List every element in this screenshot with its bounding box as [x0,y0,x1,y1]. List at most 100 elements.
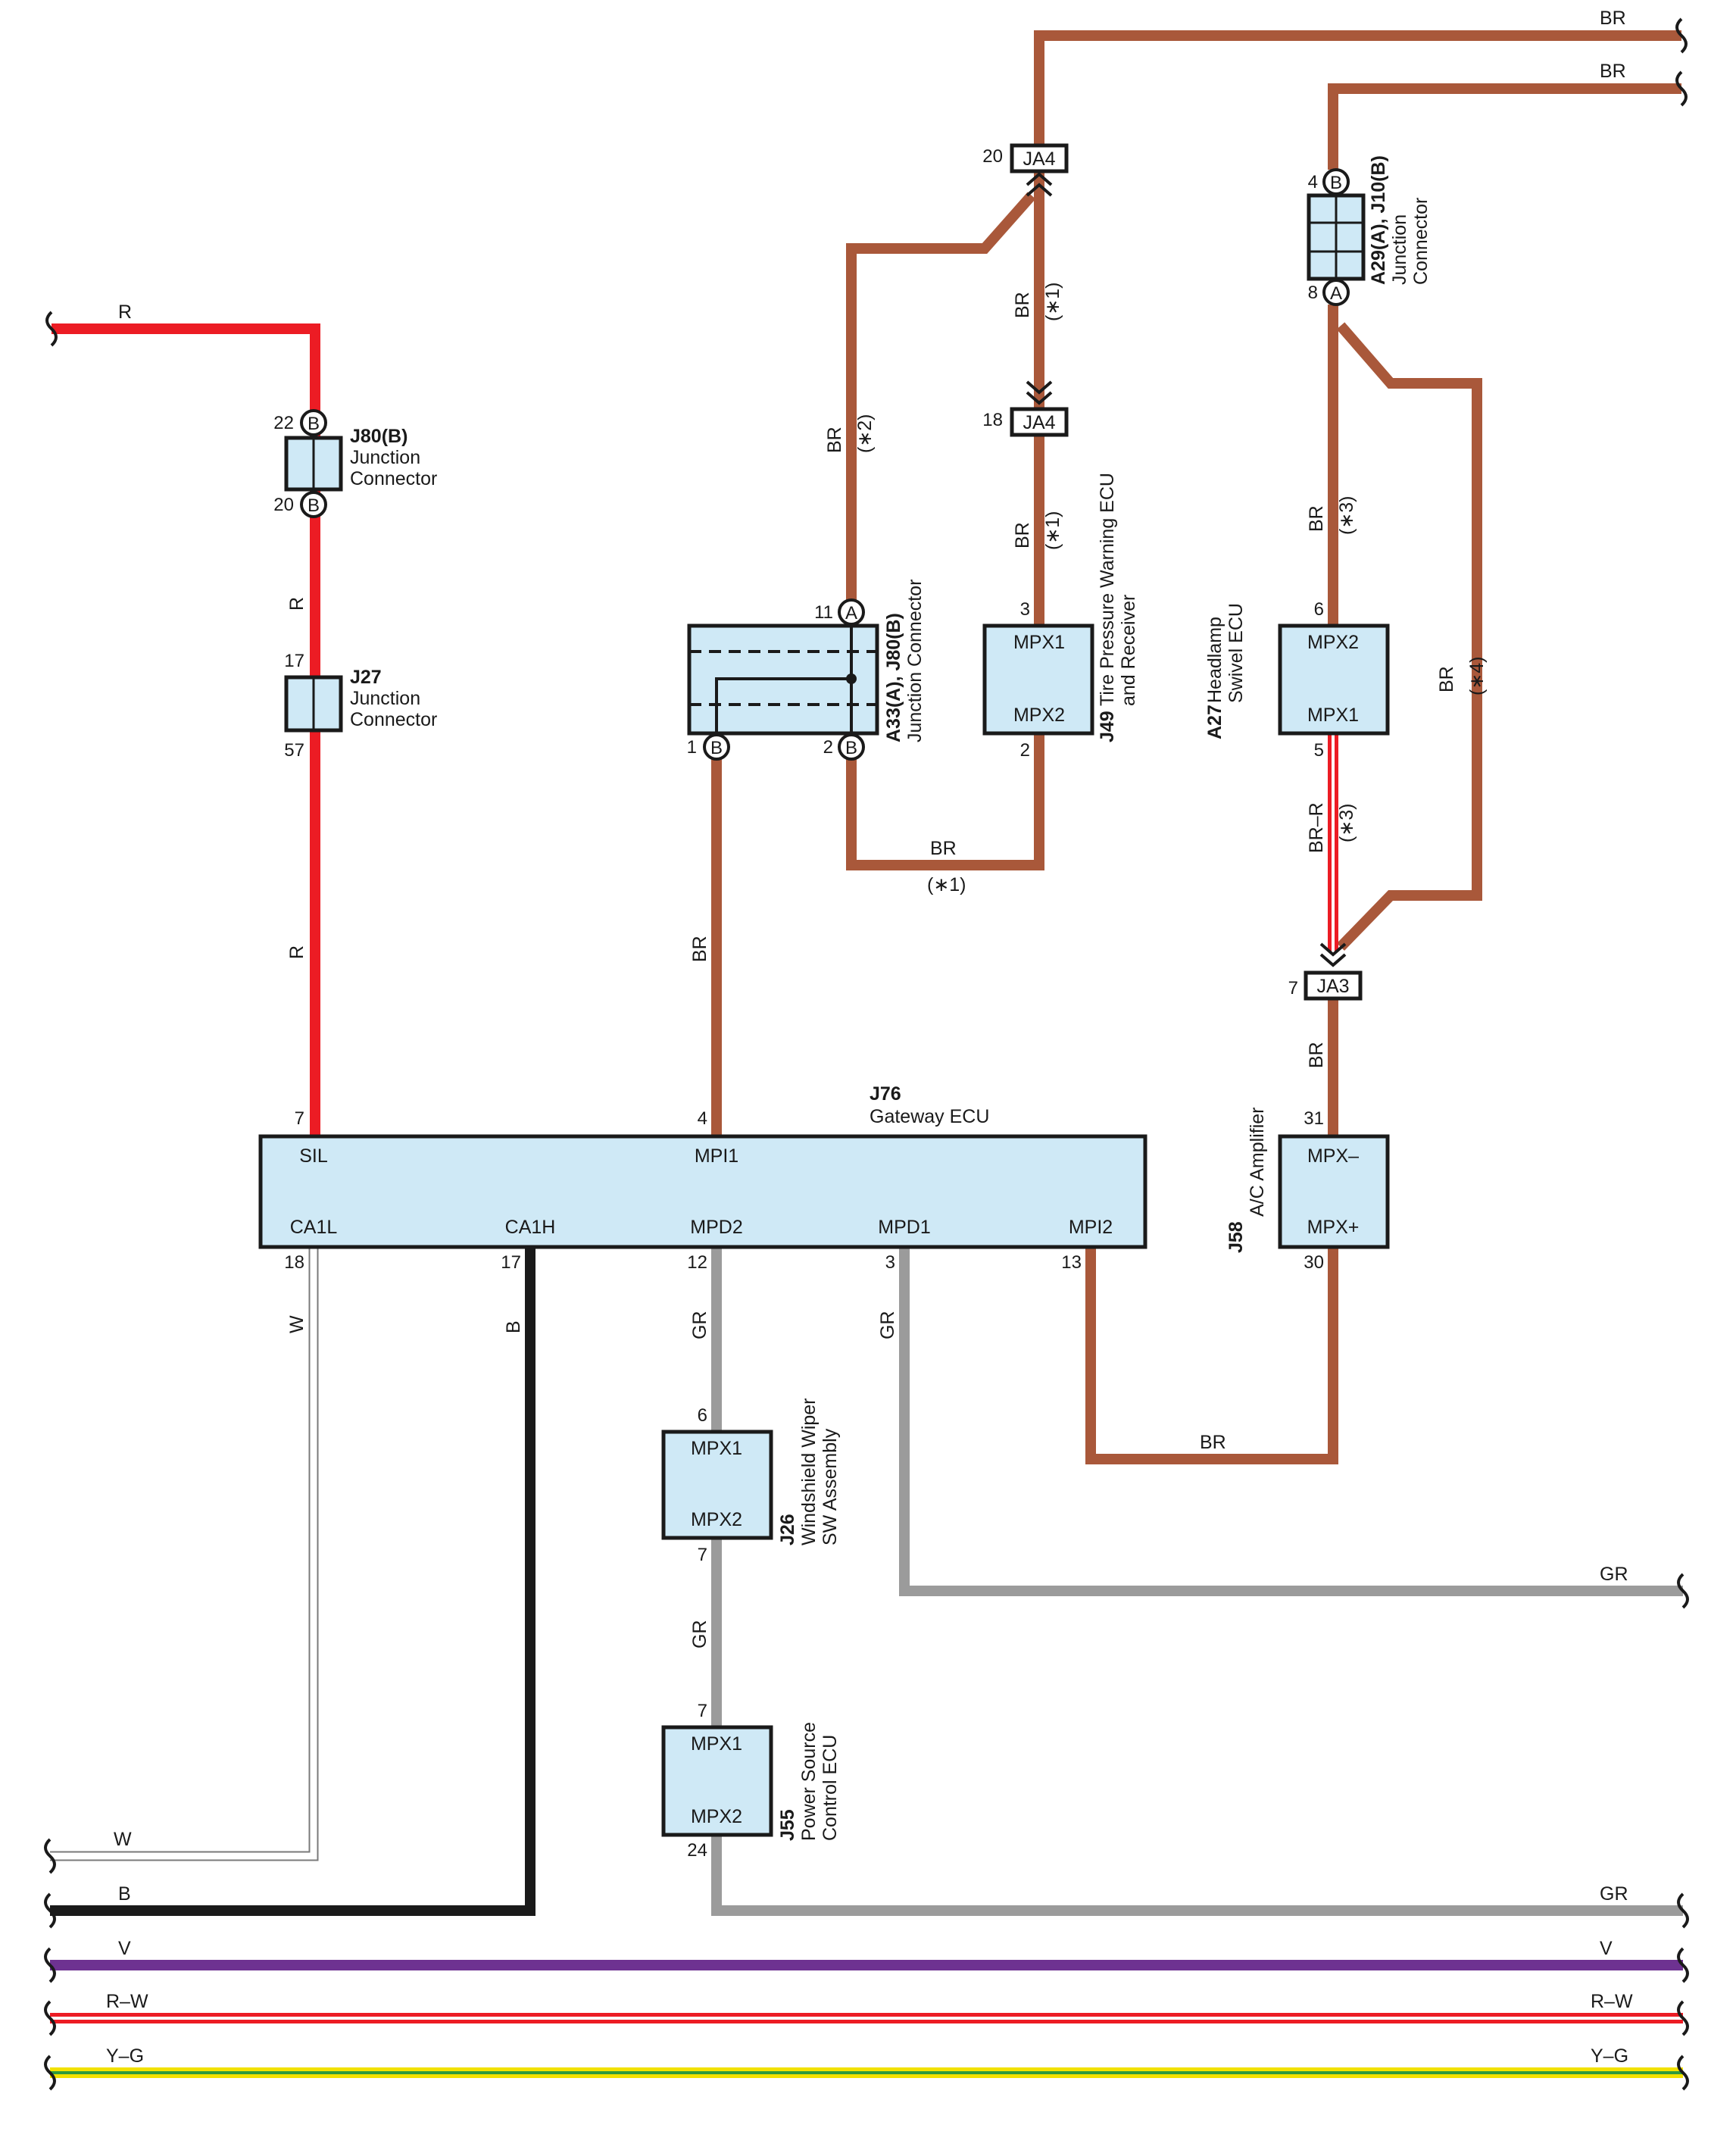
pin-number: 7 [698,1701,707,1721]
wire-label-gr: GR [689,1620,710,1649]
pin-number: 12 [687,1252,707,1273]
pin-number: 22 [273,413,294,433]
j80b-connector: B B J80(B) Junction Connector [284,409,437,518]
break-end-gr-bottom [1677,1892,1689,1929]
wire-b [50,1247,535,1916]
wire-label-br: BR [1306,1042,1327,1068]
pin-number: 13 [1061,1252,1082,1273]
pin-number: 30 [1304,1252,1324,1273]
wire-w-core [50,1247,317,1860]
break-end-br-top-2 [1675,70,1688,107]
j58-name: A/C Amplifier [1247,1108,1268,1217]
j26-wiper-switch: MPX1 MPX2 J26 Windshield Wiper SW Assemb… [661,1398,841,1545]
j55-power-source-ecu: MPX1 MPX2 J55 Power Source Control ECU [661,1722,841,1841]
break-end-rw-right [1677,2000,1689,2036]
a27-name: Headlamp [1204,617,1226,703]
wire-label-br: BR [1012,522,1033,548]
j49-name: Tire Pressure Warning ECU [1097,473,1118,706]
wire-label-yg: Y–G [106,2045,144,2067]
terminal-b: B [710,738,723,758]
ja3-down-chevron [1319,942,1347,967]
a29-desc: Junction [1389,214,1410,285]
a29-junction-connector: B A A29(A), J10(B) Junction Connector [1307,155,1432,306]
j26-code: J26 [777,1514,798,1545]
j76-terminal-mpi1: MPI1 [695,1145,738,1167]
pin-number: 17 [284,651,304,671]
pin-number: 18 [284,1252,304,1273]
wire-label-v: V [118,1938,131,1959]
j80b-code: J80(B) [350,426,407,447]
pin-number: 2 [1020,740,1030,761]
pin-number: 4 [698,1108,707,1129]
wire-break-ends [44,17,1689,2091]
wire-br-a33-j49 [846,733,1044,870]
wires [50,30,1683,2078]
ja4-label: JA4 [1023,412,1055,433]
j26-terminal: MPX2 [691,1509,742,1530]
pin-number: 5 [1314,740,1324,761]
j49-terminal: MPX2 [1013,705,1065,726]
pin-number: 57 [284,740,304,761]
wire-label-w: W [114,1829,132,1850]
j76-terminal-ca1l: CA1L [290,1217,338,1238]
wire-gr-mpd1-out [899,1247,1683,1596]
break-end-br-top-1 [1675,17,1688,54]
a27-terminal: MPX2 [1307,632,1359,653]
j58-terminal: MPX+ [1307,1217,1360,1238]
a27-terminal: MPX1 [1307,705,1359,726]
ja4-connector-20: JA4 [1010,143,1069,197]
ja3-label: JA3 [1316,976,1349,997]
wire-br-top-2 [1328,83,1681,170]
pin-number: 4 [1308,172,1318,192]
note-3: (∗3) [1336,495,1357,535]
j49-name: and Receiver [1118,595,1139,706]
ja4-label: JA4 [1023,148,1055,170]
a33-desc: Junction Connector [904,580,926,742]
j27-desc: Junction [350,688,420,709]
j27-code: J27 [350,667,382,688]
j76-code: J76 [870,1083,901,1105]
wire-br-star2 [846,192,1036,600]
pin-number: 6 [1314,599,1324,620]
j76-terminal-mpd2: MPD2 [690,1217,742,1238]
j76-terminal-mpi2: MPI2 [1069,1217,1113,1238]
pin-number: 7 [295,1108,304,1129]
wire-label-r: R [118,302,132,323]
wire-label-yg: Y–G [1591,2045,1628,2067]
note-1: (∗1) [927,874,966,895]
j55-terminal: MPX1 [691,1733,742,1755]
wire-label-v: V [1600,1938,1613,1959]
pin-number: 2 [823,737,833,758]
terminal-b: B [308,495,320,516]
break-end-gr-right [1677,1573,1689,1609]
j55-code: J55 [777,1809,798,1841]
pin-number: 3 [885,1252,895,1273]
a33-code: A33(A), J80(B) [883,613,904,742]
j80b-desc: Junction [350,447,420,468]
pin-number: 8 [1308,283,1318,303]
wire-label-br: BR [1436,666,1457,692]
break-end-r [45,311,58,347]
wire-label-br: BR [1600,61,1626,82]
wire-label-br: BR [1600,8,1626,29]
break-end-b [44,1892,56,1929]
a29-code: A29(A), J10(B) [1368,155,1389,285]
note-1: (∗1) [1042,282,1063,321]
a29-desc: Connector [1410,198,1432,285]
wire-label-gr: GR [1600,1883,1628,1905]
terminal-b: B [308,414,320,434]
pin-number: 18 [982,410,1003,430]
wire-labels: BR BR R BR (∗1) BR GR W B GR V V R–W R–W… [106,8,1633,2067]
j76-terminal-mpd1: MPD1 [878,1217,930,1238]
note-4: (∗4) [1466,656,1488,695]
wire-label-br: BR [1306,505,1327,532]
terminal-b: B [845,738,857,758]
break-end-rw-left [44,2000,56,2036]
j55-name: Power Source [798,1722,820,1841]
j26-name: SW Assembly [820,1428,841,1545]
wire-label-b: B [503,1320,524,1333]
note-2: (∗2) [854,414,876,453]
break-end-v-right [1677,1947,1689,1983]
pin-number: 11 [814,602,833,623]
